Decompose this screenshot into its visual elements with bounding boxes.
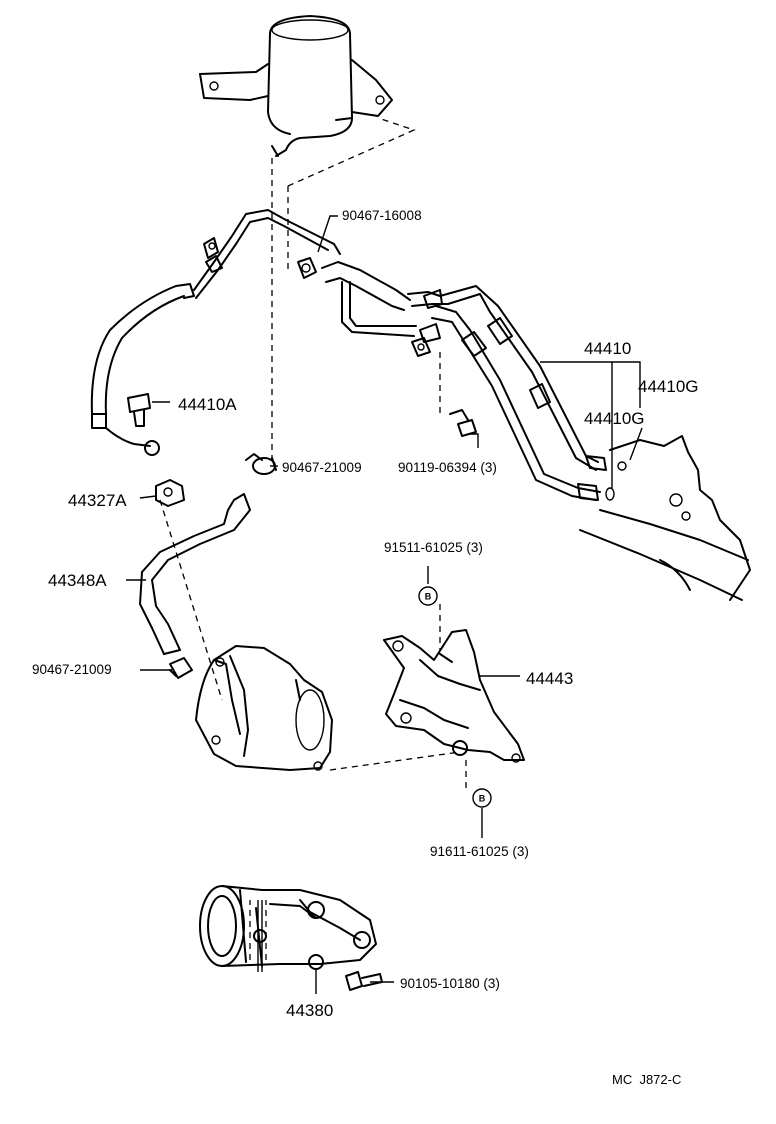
label-44410: 44410 [584,339,631,358]
label-90467-21009-upper: 90467-21009 [282,460,362,475]
bolt-mark-lower: B [472,788,492,808]
label-44410a: 44410A [178,395,237,414]
clamp-icon [155,479,185,507]
clamp-icon [297,257,317,279]
bolt-icon [345,971,383,991]
label-44443: 44443 [526,669,573,688]
label-90467-21009-lower: 90467-21009 [32,662,112,677]
pump-bracket-icon [383,629,525,763]
power-steering-pump-icon [199,885,377,972]
svg-text:B: B [425,592,432,602]
svg-text:B: B [479,794,486,804]
label-44410g-left: 44410G [584,409,645,428]
label-90467-16008: 90467-16008 [342,208,422,223]
label-44380: 44380 [286,1001,333,1020]
label-91511-61025: 91511-61025 (3) [384,540,483,555]
label-90119-06394: 90119-06394 (3) [398,460,497,475]
bolt-mark-upper: B [418,586,438,606]
reservoir-icon [199,15,393,157]
pressure-hose-icon [90,209,341,456]
label-91611-61025: 91611-61025 (3) [430,844,529,859]
power-steering-pump-icon [195,645,333,771]
diagram-code: MC J872-C [612,1072,681,1087]
clamp-icon [169,657,193,679]
assembly-lines [159,117,467,960]
bolt-icon [127,393,151,427]
steering-gear-icon [579,435,751,601]
return-tube-icon [321,261,607,501]
bolt-icon [449,409,477,437]
suction-hose-icon [139,493,251,655]
leader-lines [126,215,643,994]
label-44327a: 44327A [68,491,127,510]
label-90105-10180: 90105-10180 (3) [400,976,500,991]
label-44348a: 44348A [48,571,107,590]
label-44410g-right: 44410G [638,377,699,396]
